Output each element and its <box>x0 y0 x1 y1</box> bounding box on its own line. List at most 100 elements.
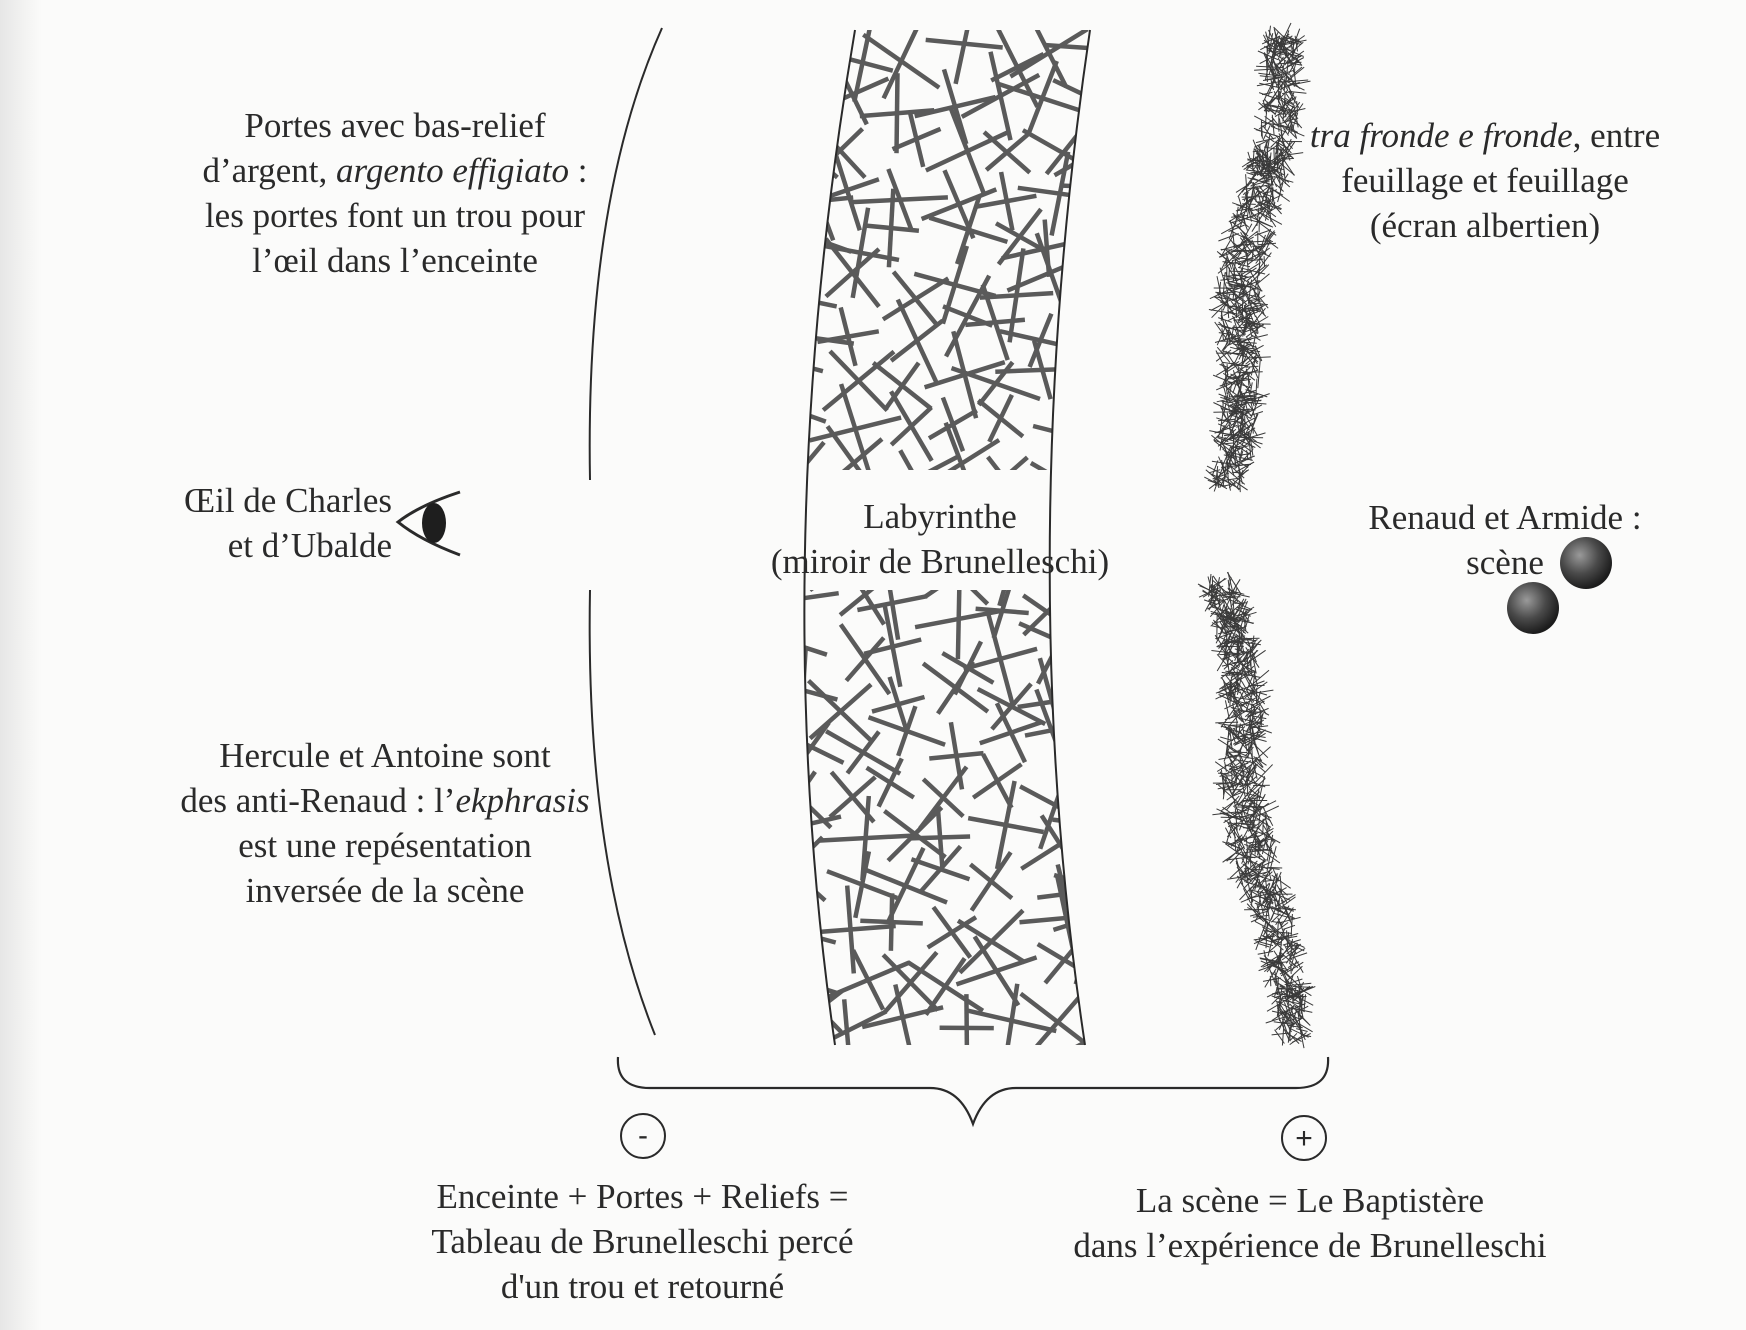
curly-brace <box>616 1056 1330 1128</box>
hedge-stroke <box>1219 414 1224 433</box>
labyrinth-stroke <box>1087 342 1090 410</box>
hedge-stroke <box>1232 202 1247 209</box>
hedge-stroke <box>1213 296 1236 301</box>
hedge-stroke <box>1245 353 1259 371</box>
hedge-stroke <box>1229 219 1234 231</box>
hedge-stroke <box>1221 341 1229 352</box>
enclosure-arc-top <box>588 27 663 481</box>
hedge-stroke <box>1233 391 1243 411</box>
hedge-stroke <box>1216 346 1231 363</box>
hedge-stroke <box>1254 863 1261 889</box>
label-oeil: Œil de Charles et d’Ubalde <box>130 478 392 568</box>
hedge-stroke <box>1211 576 1214 603</box>
hedge-stroke <box>1207 576 1213 592</box>
label-portes: Portes avec bas-relief d’argent, argento… <box>165 103 625 283</box>
labyrinth-stroke <box>998 171 1015 231</box>
labyrinth-stroke <box>1077 734 1090 760</box>
hedge-stroke <box>1234 690 1254 704</box>
hedge-stroke <box>1277 996 1281 1018</box>
hedge-stroke <box>1271 66 1278 90</box>
hedge-stroke <box>1248 269 1263 292</box>
hedge-stroke <box>1250 352 1258 376</box>
hedge-stroke <box>1288 108 1298 121</box>
labyrinth-stroke <box>891 126 942 152</box>
hedge-stroke <box>1246 258 1264 262</box>
hedge-stroke <box>1222 639 1229 663</box>
hedge-stroke <box>1237 445 1250 450</box>
hedge-stroke <box>1223 653 1240 669</box>
hedge-stroke <box>1240 231 1248 246</box>
labyrinth-stroke <box>954 194 982 265</box>
label-hercule: Hercule et Antoine sont des anti-Renaud … <box>160 733 610 913</box>
hedge-stroke <box>1226 453 1235 477</box>
hedge-stroke <box>1210 593 1233 598</box>
hedge-stroke <box>1239 307 1250 316</box>
hedge-stroke <box>1225 381 1236 391</box>
hedge-stroke <box>1264 101 1268 128</box>
hedge-stroke <box>1240 700 1265 715</box>
hedge-stroke <box>1238 662 1256 673</box>
tra-fronde-line-2: feuillage et feuillage <box>1341 161 1629 200</box>
hedge-stroke <box>1253 740 1262 762</box>
hedge-stroke <box>1232 691 1241 714</box>
hedge-stroke <box>1278 82 1284 100</box>
hedge-stroke <box>1266 934 1284 951</box>
hedge-stroke <box>1257 827 1274 838</box>
hedge-stroke <box>1283 936 1298 955</box>
hedge-stroke <box>1284 66 1305 84</box>
hedge-stroke <box>1241 280 1250 296</box>
hedge-stroke <box>1239 198 1252 208</box>
hedge-stroke <box>1235 860 1244 885</box>
labyrinth-stroke <box>804 394 827 424</box>
hedge-stroke <box>1254 345 1263 362</box>
hedge-stroke <box>1262 860 1274 867</box>
hedge-stroke <box>1276 987 1299 992</box>
hedge-stroke <box>1254 208 1270 221</box>
hedge-stroke <box>1274 102 1281 116</box>
hedge-stroke <box>1280 1022 1296 1024</box>
hedge-stroke <box>1223 387 1230 415</box>
hedge-stroke <box>1262 151 1284 169</box>
hedge-stroke <box>1273 28 1281 51</box>
hedge-stroke <box>1263 177 1276 197</box>
labyrinth-stroke <box>1084 998 1090 1045</box>
hedge-stroke <box>1266 45 1269 69</box>
hedge-stroke <box>1244 732 1266 747</box>
hedge-stroke <box>1225 635 1237 655</box>
hedge-stroke <box>1256 830 1274 848</box>
hedge-stroke <box>1215 382 1233 391</box>
hedge-stroke <box>1263 808 1274 827</box>
hedge-stroke <box>1238 196 1243 210</box>
hedge-stroke <box>1289 986 1295 999</box>
hedge-stroke <box>1215 350 1228 372</box>
hedge-stroke <box>1235 282 1244 291</box>
hedge-stroke <box>1242 243 1248 255</box>
hedge-stroke <box>1257 50 1279 61</box>
labyrinth-stroke <box>832 149 862 231</box>
hedge-stroke <box>1278 152 1295 176</box>
labyrinth-stroke <box>791 606 793 681</box>
hedge-stroke <box>1253 200 1263 209</box>
hedge-stroke <box>1282 969 1303 990</box>
hedge-stroke <box>1233 442 1241 457</box>
hedge-stroke <box>1254 252 1272 275</box>
hedge-stroke <box>1228 620 1241 636</box>
hedge-stroke <box>1245 368 1252 387</box>
hedge-stroke <box>1230 289 1258 298</box>
hedge-stroke <box>1241 304 1264 311</box>
hedge-stroke <box>1256 185 1263 211</box>
hedge-stroke <box>1299 1015 1311 1026</box>
hedge-stroke <box>1256 712 1264 736</box>
hedge-stroke <box>1234 602 1248 604</box>
hedge-stroke <box>1270 906 1296 919</box>
hedge-stroke <box>1284 127 1305 137</box>
hedge-stroke <box>1263 832 1269 851</box>
hedge-stroke <box>1230 766 1245 788</box>
hedge-stroke <box>1255 378 1258 402</box>
hedge-stroke <box>1235 412 1240 434</box>
hedge-stroke <box>1238 399 1262 402</box>
hedge-stroke <box>1232 398 1253 417</box>
hedge-stroke <box>1247 639 1258 645</box>
hedge-stroke <box>1238 418 1244 433</box>
labyrinth-stroke <box>1053 872 1090 903</box>
